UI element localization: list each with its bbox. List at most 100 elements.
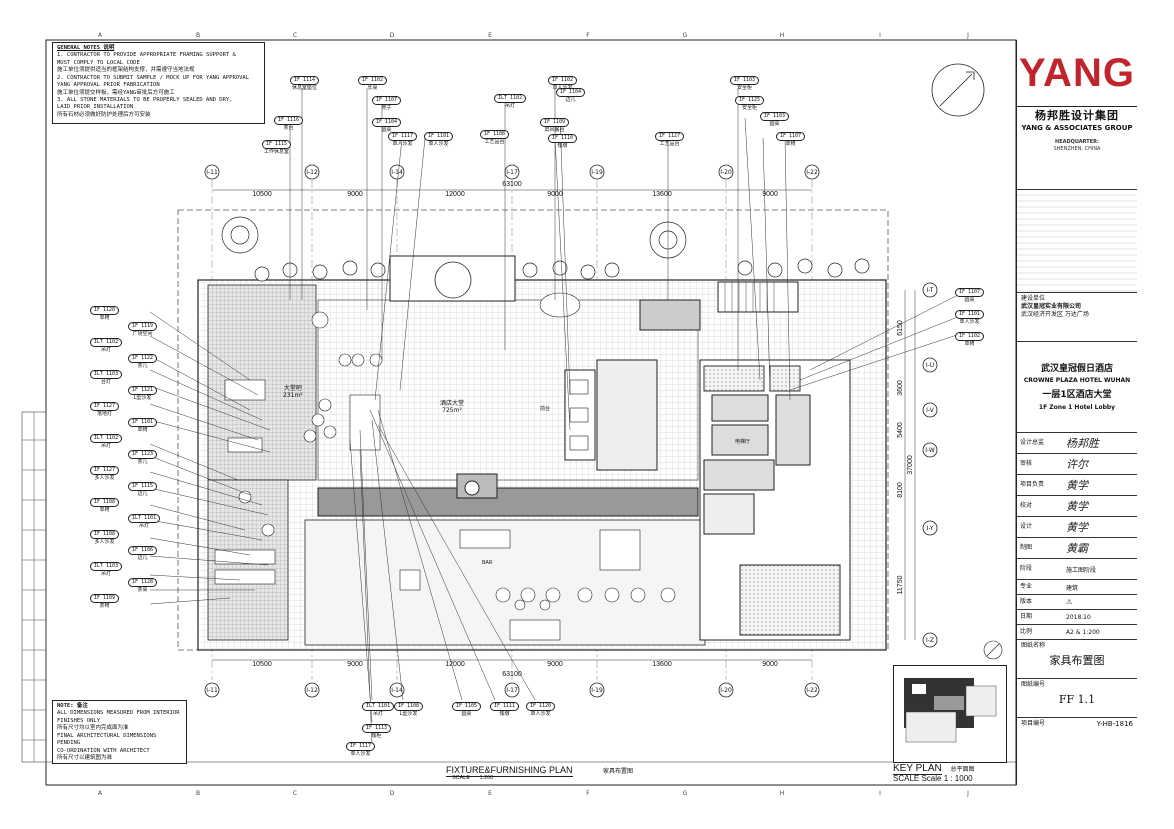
- fixture-tag-code: IF 1119: [128, 322, 158, 331]
- fixture-tag-code: ILT 1103: [90, 562, 123, 571]
- fixture-tag-label: 圆桌: [964, 297, 975, 303]
- svg-text:G: G: [683, 32, 688, 39]
- svg-text:I-22: I-22: [806, 687, 818, 694]
- signature: 许尔: [1066, 458, 1088, 471]
- drawing-name-value: 家具布置图: [1049, 654, 1105, 668]
- fixture-tag-label: 落地灯: [97, 411, 113, 417]
- project-name-cn: 武汉皇冠假日酒店: [1040, 363, 1113, 374]
- signature-row: 审核 许尔: [1017, 454, 1137, 475]
- version-value: ⚠: [1066, 598, 1073, 606]
- fixture-tag-code: ILT 1101: [128, 514, 161, 523]
- firm-name-cn: 杨邦胜设计集团: [1035, 109, 1119, 122]
- svg-text:A: A: [98, 32, 103, 39]
- fixture-tag-label: 矮墩: [557, 143, 568, 149]
- fixture-tag-code: ILT 1102: [494, 94, 527, 103]
- signature-row: 设计黄学: [1017, 517, 1137, 538]
- note-line: 所有尺寸均以室内完成面为准: [57, 725, 129, 732]
- client-name: 武汉皇冠实业有限公司: [1021, 303, 1082, 311]
- signature: 黄学: [1066, 500, 1088, 513]
- signature: 杨邦胜: [1066, 437, 1099, 450]
- general-notes-lines: 1. CONTRACTOR TO PROVIDE APPROPRIATE FRA…: [57, 52, 260, 119]
- company-logo: YANG: [1017, 40, 1137, 107]
- signature-role: 审核: [1020, 459, 1033, 467]
- fixture-tag-label: 休息室座位: [292, 85, 318, 91]
- note-line: MUST COMPLY TO LOCAL CODE: [57, 59, 140, 66]
- svg-text:I: I: [879, 32, 881, 39]
- svg-text:10500: 10500: [252, 661, 272, 668]
- svg-text:H: H: [780, 790, 785, 797]
- room-label-reception: 前台: [540, 406, 551, 412]
- fixture-tag-code: IF 1103: [760, 112, 790, 121]
- svg-text:I-17: I-17: [506, 169, 518, 176]
- svg-text:I-U: I-U: [926, 362, 934, 369]
- fixture-tag-label: 台灯: [101, 379, 112, 385]
- fixture-tag-label: 单人沙发: [350, 751, 371, 757]
- fixture-tag-label: 单人沙发: [530, 711, 551, 717]
- fixture-tag-code: IF 1115: [262, 140, 292, 149]
- fixture-tag-code: IF 1127: [90, 466, 120, 475]
- svg-text:9000: 9000: [762, 191, 778, 198]
- fixture-tag-label: 边几: [565, 97, 576, 103]
- fixture-tag-label: L型沙发: [133, 395, 152, 401]
- key-plan-title: KEY PLAN 总平面图 SCALE Scale 1 : 1000: [893, 763, 1013, 783]
- note-line: 1. CONTRACTOR TO PROVIDE APPROPRIATE FRA…: [57, 52, 236, 59]
- fixture-tag-code: IF 1117: [346, 742, 376, 751]
- fixture-tag-code: IF 1107: [955, 288, 985, 297]
- fixture-tag-code: IF 1123: [128, 450, 158, 459]
- svg-text:I-19: I-19: [591, 169, 603, 176]
- svg-text:E: E: [488, 790, 492, 797]
- fixture-tag-label: 茶桌: [137, 587, 148, 593]
- svg-text:5400: 5400: [897, 422, 904, 438]
- fixture-tag-code: IF 1127: [655, 132, 685, 141]
- svg-text:C: C: [293, 790, 297, 797]
- svg-text:11750: 11750: [897, 575, 904, 594]
- note-line: 3. ALL STONE MATERIALS TO BE PROPERLY SE…: [57, 96, 233, 103]
- signature-role: 设计总监: [1020, 438, 1045, 446]
- svg-text:12000: 12000: [445, 661, 465, 668]
- fixture-tag-code: IF 1110: [548, 134, 578, 143]
- fixture-tag-label: 安全柜: [742, 105, 758, 111]
- fixture-tag-code: IF 1121: [128, 386, 158, 395]
- svg-text:I-12: I-12: [306, 169, 318, 176]
- svg-text:I-12: I-12: [306, 687, 318, 694]
- signature-role: 制图: [1020, 543, 1033, 551]
- fixture-tag-code: ILT 1102: [90, 434, 123, 443]
- fixture-tag-label: 多人沙发: [94, 539, 115, 545]
- sheet-name-en: 1F Zone 1 Hotel Lobby: [1038, 403, 1116, 411]
- svg-text:9000: 9000: [547, 661, 563, 668]
- fixture-tag-code: IF 1101: [128, 418, 158, 427]
- svg-text:G: G: [683, 790, 688, 797]
- svg-text:I-14: I-14: [391, 687, 403, 694]
- sheet-name-cn: 一层1区酒店大堂: [1042, 390, 1112, 400]
- fixture-tag-code: IF 1120: [90, 306, 120, 315]
- client-address: 武汉经济开发区 万达广场: [1021, 311, 1089, 319]
- fixture-tag-code: IF 1102: [548, 76, 578, 85]
- project-no-value: Y-HB-1816: [1096, 720, 1133, 728]
- svg-text:12000: 12000: [445, 191, 465, 198]
- svg-text:E: E: [488, 32, 492, 39]
- north-arrow-icon: [931, 63, 985, 117]
- svg-text:I-Y: I-Y: [927, 525, 934, 532]
- fixture-tag-code: IF 1109: [540, 118, 570, 127]
